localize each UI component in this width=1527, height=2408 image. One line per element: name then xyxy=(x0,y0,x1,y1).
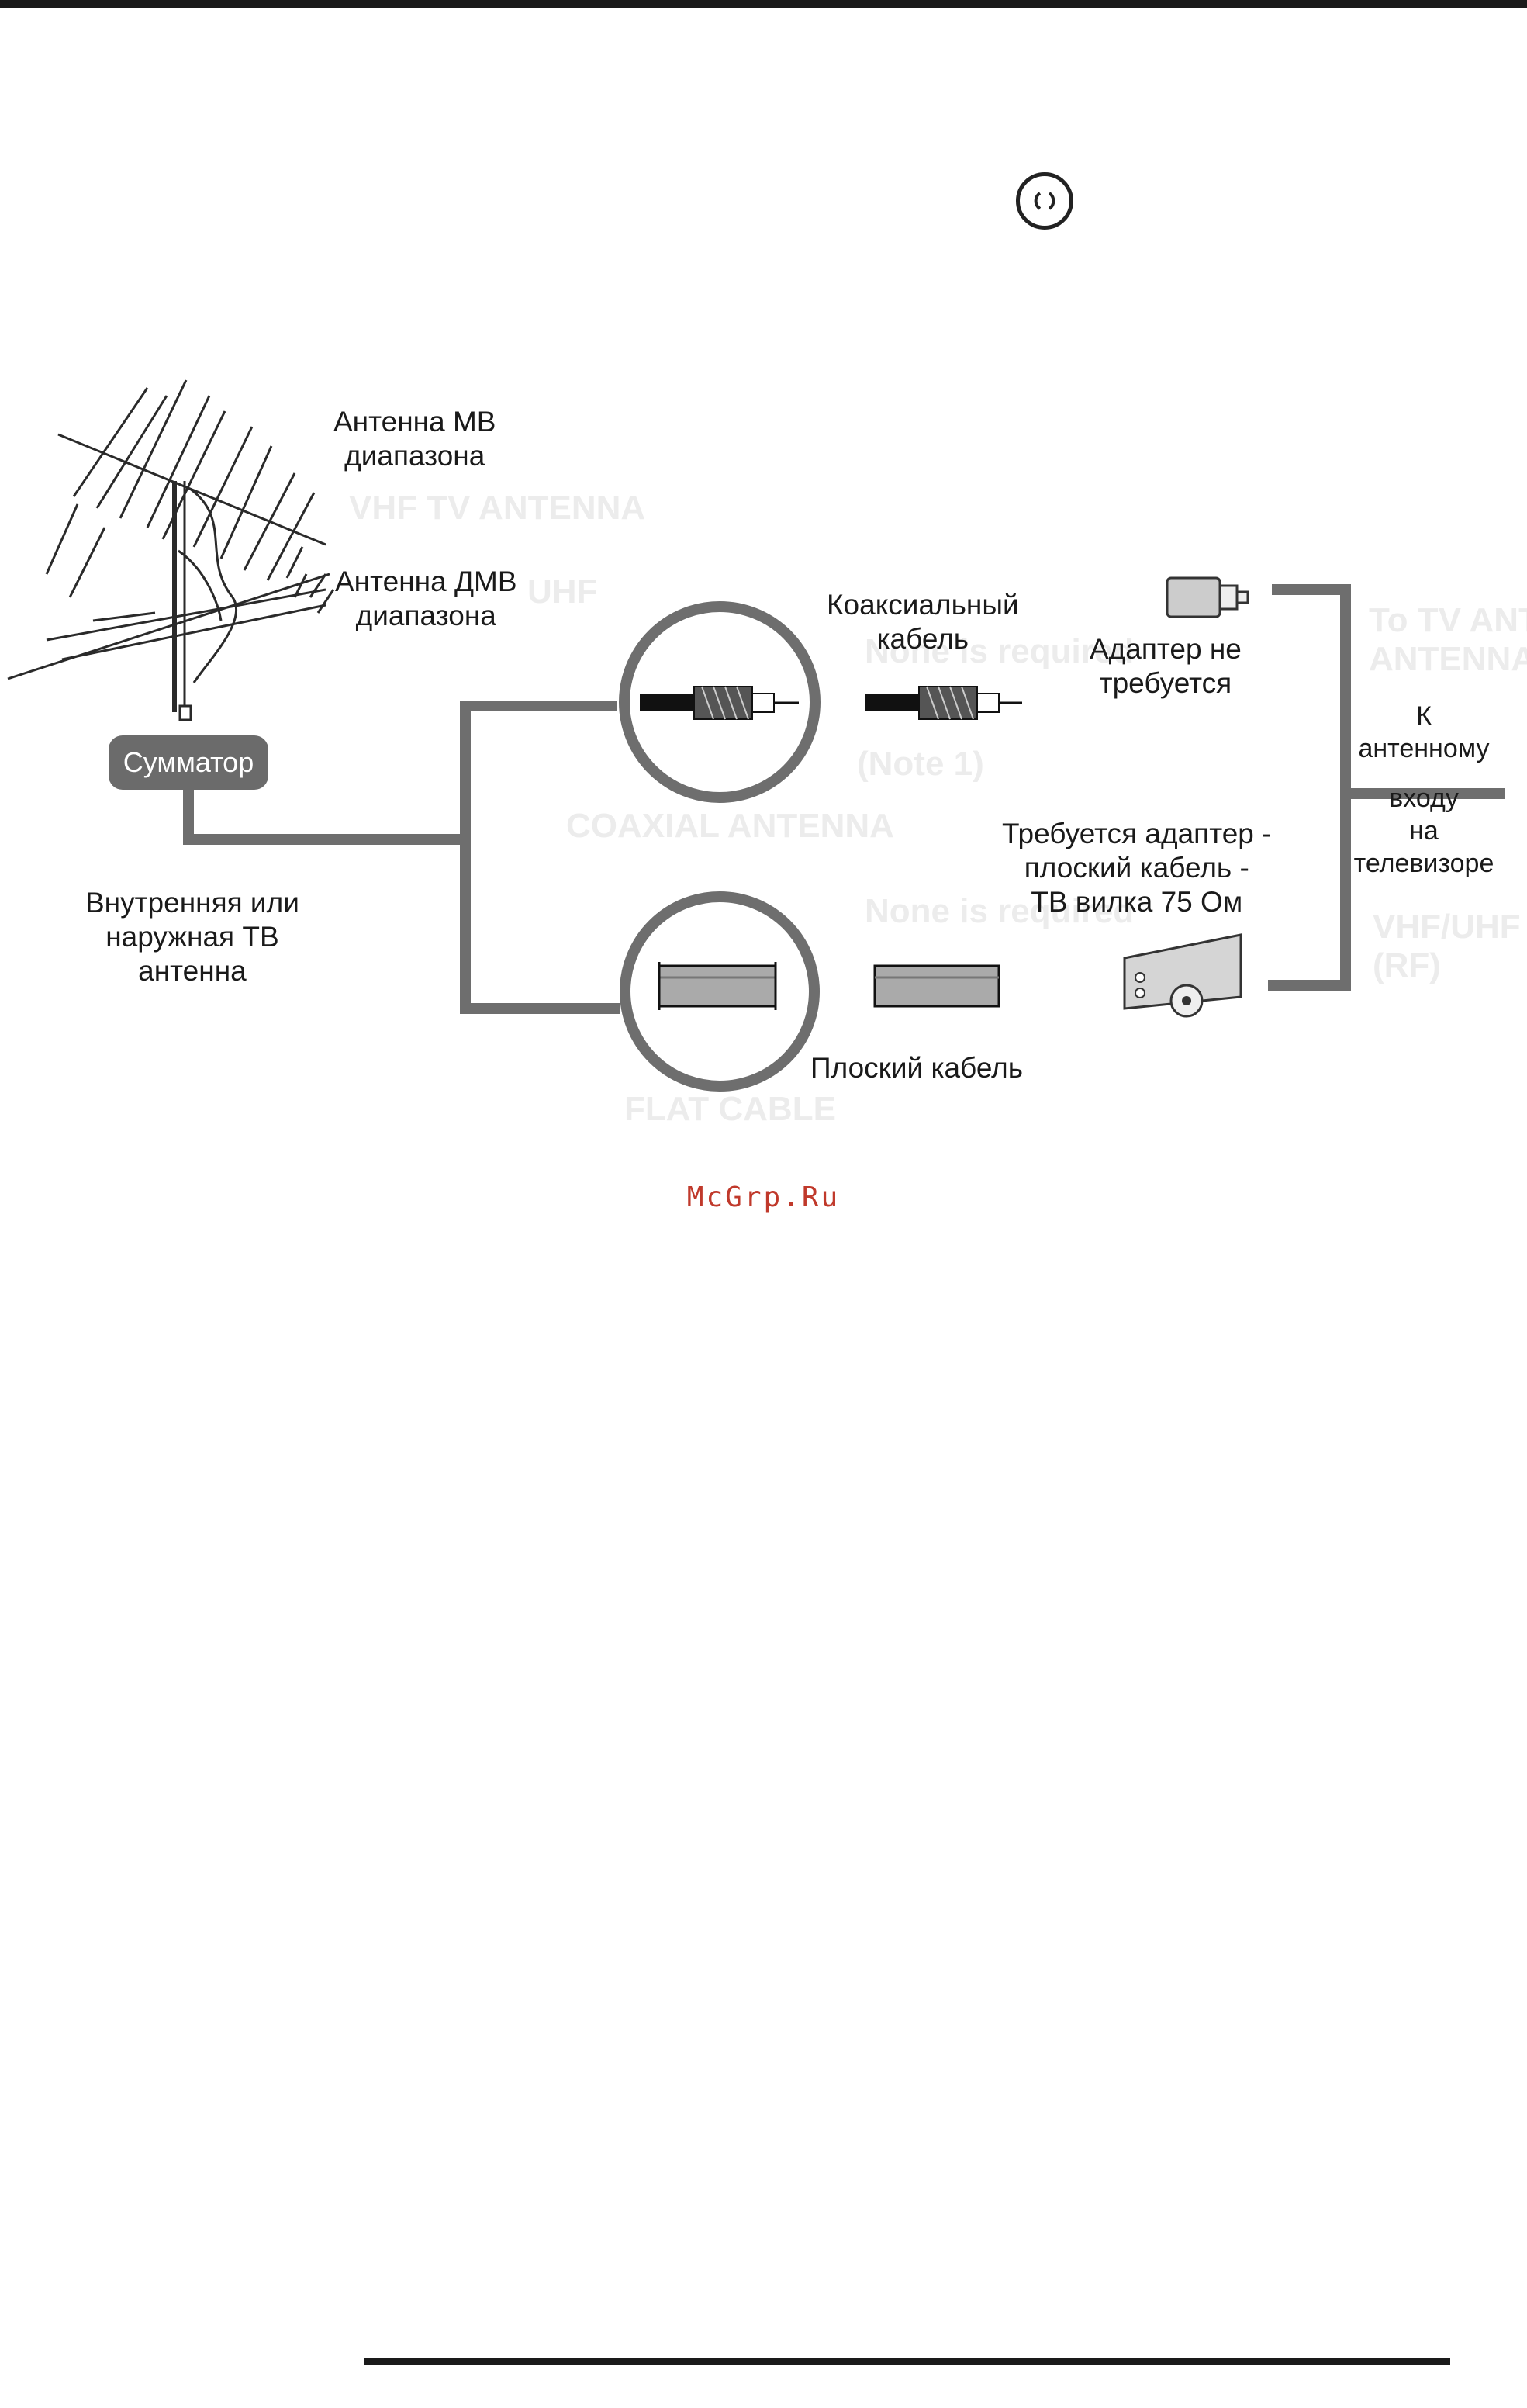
ghost-vhf-uhf: VHF/UHF xyxy=(1373,908,1521,946)
ghost-vhf: VHF TV ANTENNA xyxy=(349,489,646,527)
combiner-box: Сумматор xyxy=(109,735,268,790)
ghost-none-required-2: None is required xyxy=(865,892,1135,930)
ghost-uhf: UHF xyxy=(527,573,598,611)
coax-connector-icon xyxy=(640,686,799,720)
indoor-outdoor-antenna-label: Внутренняя или наружная ТВ антенна xyxy=(85,887,299,987)
power-icon xyxy=(1016,172,1073,230)
watermark: McGrp.Ru xyxy=(686,1182,841,1213)
to-tv-input-label: К антенному входу на телевизоре xyxy=(1353,701,1494,878)
antenna-icon xyxy=(7,379,335,721)
flat-cable-standalone-icon xyxy=(873,964,1000,1008)
antenna-connection-diagram: VHF TV ANTENNA UHF COAXIAL ANTENNA None … xyxy=(0,365,1527,1164)
vhf-antenna-label: Антенна МВ диапазона xyxy=(333,406,496,472)
ghost-flat: FLAT CABLE xyxy=(624,1090,836,1128)
coax-cable-label: Коаксиальный кабель xyxy=(827,589,1019,655)
top-rule xyxy=(0,0,1527,8)
adapter-required-label: Требуется адаптер - плоский кабель - ТВ … xyxy=(1002,818,1272,918)
flat-cable-label: Плоский кабель xyxy=(810,1052,1024,1084)
power-glyph xyxy=(1034,192,1055,210)
bottom-rule xyxy=(364,2358,1450,2365)
flat-cable-icon xyxy=(658,962,777,1010)
ghost-tv-ant: To TV ANT xyxy=(1369,601,1527,639)
ghost-coaxial: COAXIAL ANTENNA xyxy=(566,807,894,845)
ghost-note: (Note 1) xyxy=(857,745,984,783)
coax-cable-icon xyxy=(865,686,1022,720)
adapter-not-required-label: Адаптер не требуется xyxy=(1090,633,1242,699)
ghost-none-required: None is required xyxy=(865,632,1135,670)
uhf-antenna-label: Антенна ДМВ диапазона xyxy=(335,566,517,631)
ghost-antenna: ANTENNA xyxy=(1369,640,1527,678)
diagram-lines xyxy=(7,379,1505,1092)
rf-adapter-icon xyxy=(1166,576,1249,618)
ghost-rf: (RF) xyxy=(1373,946,1441,984)
balun-icon xyxy=(1123,933,1242,1018)
